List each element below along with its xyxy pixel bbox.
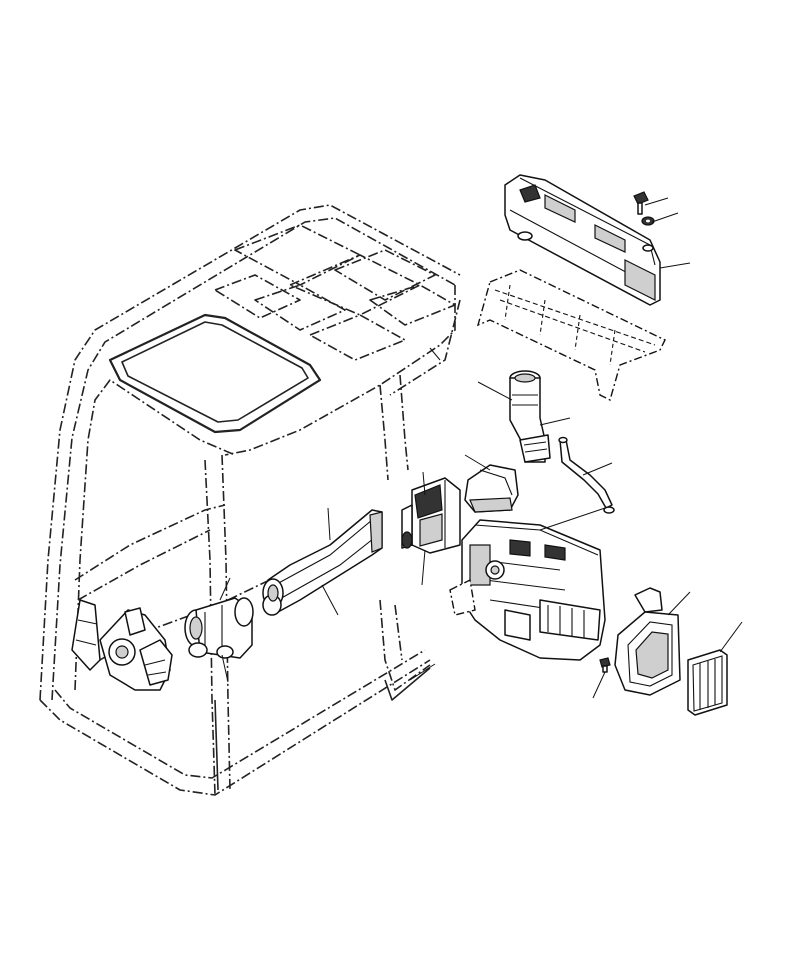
screw-part: [599, 657, 611, 673]
elbow-duct-part: [464, 464, 519, 513]
washer-part: [641, 216, 655, 226]
leader-lines: [219, 197, 743, 699]
air-filter-part: [687, 649, 728, 716]
air-conditioner-unit-part: [449, 519, 606, 661]
nozzle-duct-part: [184, 597, 254, 659]
cab-frame-outline: [39, 204, 461, 796]
long-duct-part: [262, 509, 383, 616]
roof-bracket-part: [476, 269, 666, 402]
roof-duct-part: [504, 174, 661, 306]
vent-outlet-part: [71, 599, 173, 691]
drain-hose-part: [558, 436, 615, 514]
vertical-duct-part: [509, 370, 551, 463]
twin-duct-part: [401, 477, 461, 554]
filter-cover-part: [614, 587, 681, 696]
bolt-part: [633, 191, 649, 215]
